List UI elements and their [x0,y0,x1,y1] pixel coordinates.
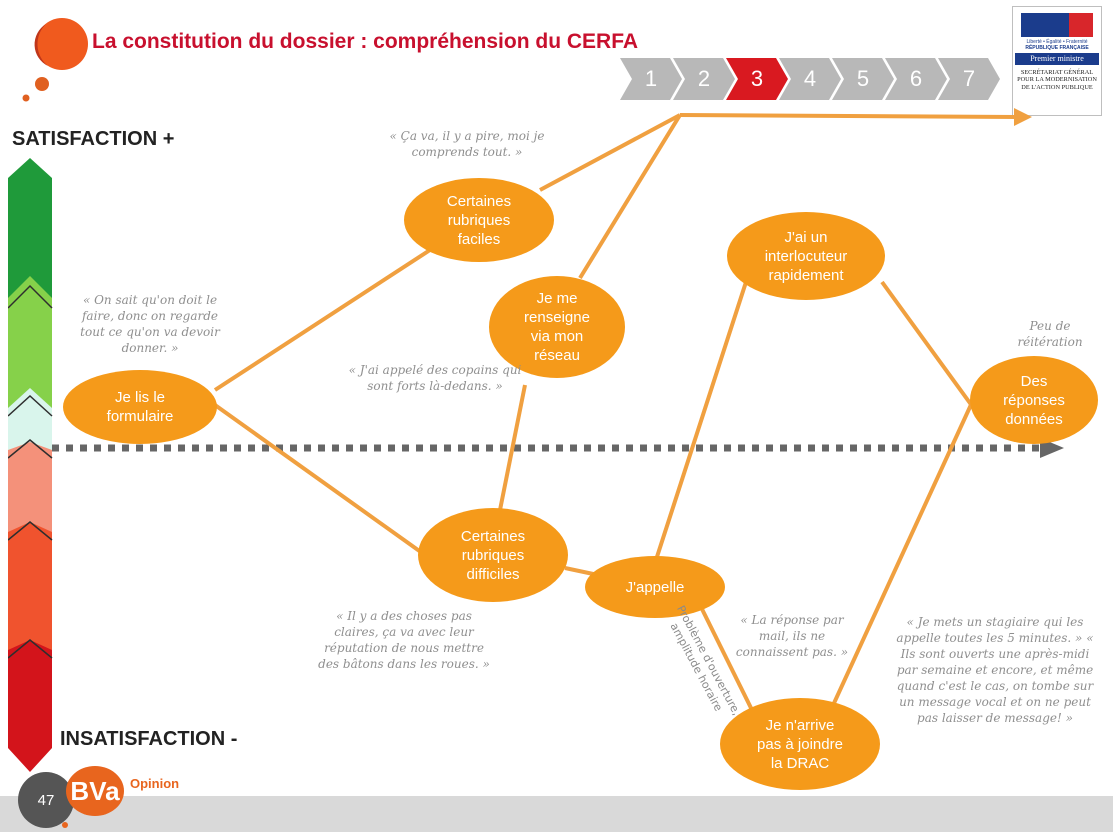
satisfaction-label: SATISFACTION + [12,128,175,150]
node-lis-formulaire-label: Je lis le formulaire [106,389,174,425]
bva-logo: BVa [66,766,124,816]
step-1[interactable]: 1 [620,58,682,100]
scale-segment-orange-red [8,522,52,658]
scale-divider-2 [8,394,53,417]
insatisfaction-label: INSATISFACTION - [60,728,238,750]
quote-peu-reiteration: Peu de réitération [1017,319,1083,349]
footer-bubbles [62,822,68,828]
node-rubriques-faciles: Certaines rubriques faciles [404,178,554,262]
node-arrive-pas-label: Je n'arrive pas à joindre la DRAC [757,716,843,772]
page-number: 47 [18,772,74,828]
scale-segment-red [8,640,52,772]
edge-arrive-pas-reponses [816,395,977,739]
quote-on-sait: « On sait qu'on doit le faire, donc on r… [80,293,220,355]
scale-divider-5 [8,639,53,659]
step-5[interactable]: 5 [832,58,894,100]
top-arrowhead-icon [1014,108,1032,126]
bubble-small [22,94,30,102]
satisfaction-scale [8,158,53,772]
node-lis-formulaire: Je lis le formulaire [63,370,217,444]
page-title: La constitution du dossier : compréhensi… [92,30,639,53]
node-reponses-donnees-label: Des réponses données [1003,372,1065,428]
step-3-label: 3 [750,66,764,91]
bva-logo-opinion: Opinion [130,776,180,791]
bubble-medium [35,77,49,91]
node-appelle: J'appelle [585,556,725,618]
step-7-label: 7 [962,66,976,91]
step-2[interactable]: 2 [673,58,735,100]
logo-republic: RÉPUBLIQUE FRANÇAISE [1025,45,1089,51]
scale-divider-4 [8,521,53,541]
node-arrive-pas: Je n'arrive pas à joindre la DRAC [720,698,880,790]
node-renseigne-reseau: Je me renseigne via mon réseau [489,276,625,378]
edge-difficiles-reseau [498,384,527,511]
edge-faciles-top [539,113,681,192]
edge-lis-difficiles [213,403,427,557]
scale-divider-3 [8,439,53,459]
scale-segment-salmon [8,442,52,540]
scale-segment-light-green [8,276,52,416]
bubble-large [36,18,88,70]
edge-reseau-top [578,113,682,280]
quote-ca-va: « Ça va, il y a pire, moi je comprends t… [389,129,545,159]
logo-minister: Premier ministre [1015,53,1099,65]
step-6[interactable]: 6 [885,58,947,100]
step-5-label: 5 [856,66,870,91]
node-rubriques-difficiles: Certaines rubriques difficiles [418,508,568,602]
scale-divider-1 [8,284,53,309]
node-appelle-label: J'appelle [625,578,685,596]
marianne-flag-icon [1021,13,1093,37]
node-rubriques-difficiles-label: Certaines rubriques difficiles [460,527,526,583]
edge-top-to-arrow [679,113,1019,119]
step-4[interactable]: 4 [779,58,841,100]
scale-segment-dark-green [8,158,52,308]
node-interlocuteur: J'ai un interlocuteur rapidement [727,212,885,300]
footer-bar [0,796,1113,832]
title-bubbles [22,18,88,102]
step-7[interactable]: 7 [938,58,1000,100]
quote-reponse-mail: « La réponse par mail, ils ne connaissen… [735,613,849,659]
bubble-highlight [34,24,48,66]
step-3-active[interactable]: 3 [726,58,788,100]
node-renseigne-reseau-label: Je me renseigne via mon réseau [524,290,590,364]
node-reponses-donnees: Des réponses données [970,356,1098,444]
government-logo: Liberté • Égalité • Fraternité RÉPUBLIQU… [1012,6,1102,116]
quote-choses-pas-claires: « Il y a des choses pas claires, ça va a… [318,609,490,671]
edge-interlocuteur-reponses [880,280,977,412]
step-2-label: 2 [697,66,711,91]
quote-copains: « J'ai appelé des copains qui sont forts… [348,363,522,393]
quote-stagiaire: « Je mets un stagiaire qui les appelle t… [896,615,1094,725]
step-1-label: 1 [644,66,658,91]
node-rubriques-faciles-label: Certaines rubriques faciles [446,192,512,248]
edge-lis-faciles [213,248,432,392]
edge-appelle-interlocuteur [653,281,748,564]
edge-appelle-arrive-pas [698,604,754,711]
node-interlocuteur-label: J'ai un interlocuteur rapidement [764,228,848,284]
step-4-label: 4 [803,66,817,91]
logo-motto: Liberté • Égalité • Fraternité [1026,39,1088,45]
step-6-label: 6 [909,66,923,91]
logo-secretariat: SECRÉTARIAT GÉNÉRAL POUR LA MODERNISATIO… [1017,69,1097,91]
